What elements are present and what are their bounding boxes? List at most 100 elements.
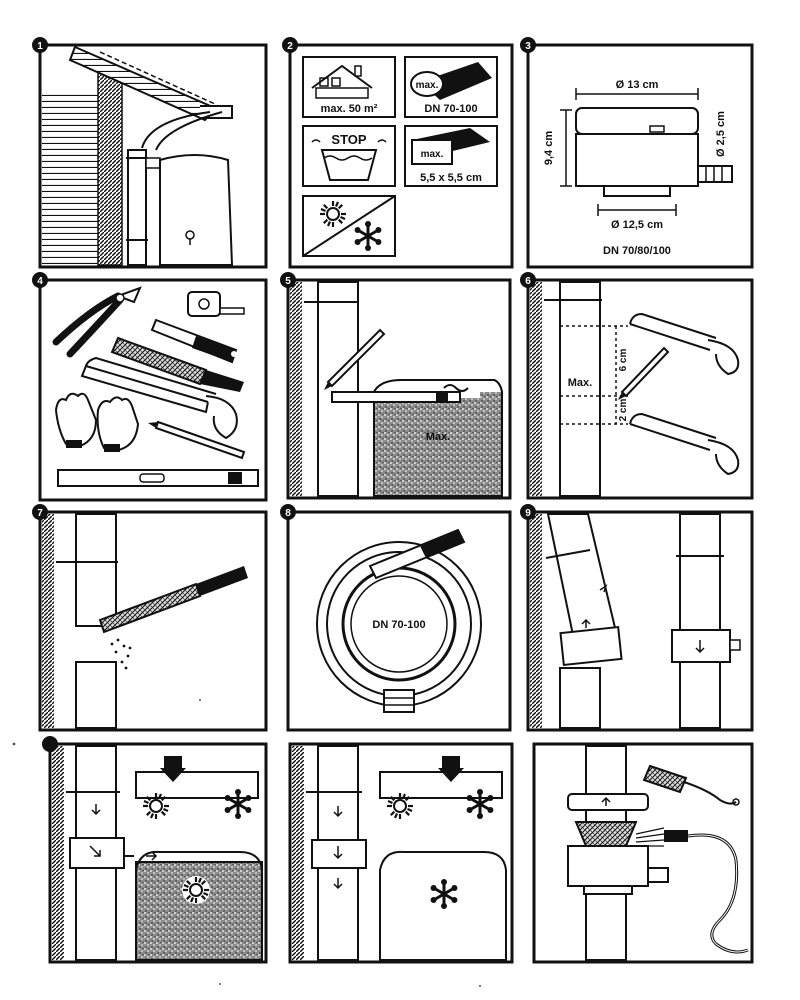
roof bbox=[68, 45, 217, 122]
panel-badge: 1 bbox=[32, 37, 48, 53]
arrow-down-icon bbox=[333, 878, 343, 890]
hacksaw-upper-icon bbox=[629, 312, 740, 376]
collector-top-view: DN 70-100 bbox=[316, 541, 482, 713]
tape-measure-icon bbox=[187, 291, 245, 317]
panel-badge: 2 bbox=[282, 37, 298, 53]
arrow-down-icon bbox=[438, 768, 464, 782]
panel-11 bbox=[288, 742, 514, 964]
dim-2cm-label: 2 cm bbox=[618, 398, 629, 421]
max-label: Max. bbox=[568, 377, 592, 389]
dimension-lines bbox=[560, 88, 699, 216]
wall bbox=[292, 746, 304, 960]
panel-number: 1 bbox=[37, 41, 43, 52]
panel-8: DN 70-100 8 bbox=[280, 504, 512, 732]
arrow-down-icon bbox=[91, 804, 101, 816]
utility-knife-icon bbox=[368, 528, 466, 580]
downpipe bbox=[306, 745, 367, 961]
downpipe bbox=[66, 745, 134, 961]
width-bottom-label: Ø 12,5 cm bbox=[611, 219, 663, 231]
cut-marks bbox=[560, 325, 628, 425]
downpipe bbox=[544, 281, 602, 497]
collector-side-view bbox=[575, 107, 733, 197]
square-badge-label: max. bbox=[421, 149, 444, 160]
spirit-level-icon bbox=[331, 391, 461, 403]
rain-barrel-winter bbox=[379, 850, 507, 961]
collector-body bbox=[567, 845, 669, 895]
gutter-and-downpipe bbox=[126, 105, 233, 266]
height-label: 9,4 cm bbox=[543, 131, 555, 165]
wall bbox=[530, 282, 542, 496]
panel-number: 6 bbox=[525, 276, 531, 287]
house-wall bbox=[42, 69, 123, 266]
pencil-icon bbox=[324, 328, 386, 390]
filter-insert bbox=[574, 821, 638, 847]
overflow-stop-tile: STOP bbox=[302, 125, 396, 187]
panel-6: Max. 6 cm 2 cm 6 bbox=[520, 272, 754, 500]
arrow-right-icon bbox=[146, 851, 158, 861]
pipe-end-icon bbox=[410, 71, 444, 97]
outlet-nozzle bbox=[697, 165, 733, 183]
square-size-label: 5,5 x 5,5 cm bbox=[420, 172, 482, 184]
rain-barrel-filling bbox=[135, 850, 263, 961]
square-pipe-tile: max. 5,5 x 5,5 cm bbox=[404, 125, 498, 187]
wall bbox=[530, 514, 542, 728]
file-tool-icon bbox=[98, 566, 248, 634]
panel-badge: 3 bbox=[520, 37, 536, 53]
panel-badge: 6 bbox=[520, 272, 536, 288]
arrow-down-icon bbox=[333, 806, 343, 818]
dim-6cm-label: 6 cm bbox=[618, 348, 629, 371]
panel-badge: 4 bbox=[32, 272, 48, 288]
tilted-pipe-insertion bbox=[545, 513, 623, 729]
hacksaw-icon bbox=[80, 356, 238, 440]
arrow-down-icon bbox=[695, 640, 705, 654]
arrow-diagonal-icon bbox=[89, 845, 101, 857]
installed-pipe bbox=[671, 513, 741, 729]
gloves-icon bbox=[54, 392, 140, 452]
panel-7: 7 bbox=[32, 504, 268, 732]
panel-badge: 9 bbox=[520, 504, 536, 520]
dn-badge-label: max. bbox=[416, 80, 439, 91]
arrow-down-icon bbox=[160, 768, 186, 782]
house-icon bbox=[311, 64, 373, 89]
width-top-label: Ø 13 cm bbox=[616, 79, 659, 91]
dn-range-label: DN 70-100 bbox=[372, 619, 425, 631]
stop-label: STOP bbox=[331, 132, 366, 147]
outlet-diameter-label: Ø 2,5 cm bbox=[715, 111, 727, 157]
panel-number: 3 bbox=[525, 41, 531, 52]
rain-barrel bbox=[159, 154, 234, 266]
cup-icon bbox=[320, 149, 378, 181]
panel-number: 4 bbox=[37, 276, 43, 287]
season-tile bbox=[302, 195, 396, 257]
panel-5: Max. 5 bbox=[280, 272, 512, 500]
max-fill-label: Max. bbox=[426, 431, 450, 443]
panel-1: 1 bbox=[32, 37, 268, 269]
pencil-icon bbox=[148, 420, 246, 460]
pencil-icon bbox=[618, 346, 670, 400]
wall bbox=[42, 514, 54, 728]
inset-lid bbox=[135, 756, 259, 821]
panel-10 bbox=[42, 736, 268, 964]
downpipe-cut bbox=[56, 513, 118, 729]
panel-frame bbox=[38, 510, 268, 732]
panel-badge bbox=[42, 736, 58, 752]
file-tool-icon bbox=[110, 336, 244, 392]
arrow-down-icon bbox=[333, 846, 343, 860]
panel-12 bbox=[532, 742, 754, 964]
panel-3: Ø 13 cm 9,4 cm Ø 2,5 cm Ø 12,5 cm DN 70/… bbox=[520, 37, 754, 269]
panel-badge: 7 bbox=[32, 504, 48, 520]
panel-number: 7 bbox=[37, 508, 43, 519]
panel-badge: 8 bbox=[280, 504, 296, 520]
scan-specks bbox=[12, 699, 481, 987]
cleaning-brush-icon bbox=[642, 764, 740, 806]
wall bbox=[52, 746, 64, 960]
dn-range-label: DN 70-100 bbox=[424, 103, 477, 115]
inset-lid bbox=[379, 756, 503, 821]
roof-area-label: max. 50 m² bbox=[321, 103, 378, 115]
hacksaw-lower-icon bbox=[629, 412, 740, 476]
wall bbox=[290, 282, 302, 496]
panel-9: 9 bbox=[520, 504, 754, 732]
filing-dust bbox=[110, 638, 132, 670]
panel-number: 2 bbox=[287, 41, 293, 52]
square-pipe-icon bbox=[411, 139, 453, 165]
